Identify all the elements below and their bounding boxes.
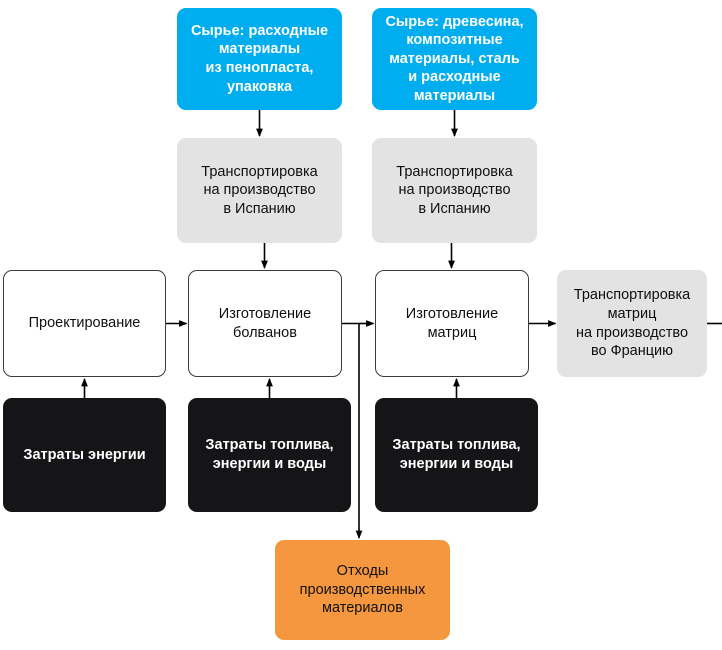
node-transport-france[interactable]: Транспортировка матриц на производство в… [557,270,707,377]
node-matrix-making[interactable]: Изготовление матриц [375,270,529,377]
node-raw-material-wood[interactable]: Сырье: древесина, композитные материалы,… [372,8,537,110]
node-raw-material-foam[interactable]: Сырье: расходные материалы из пенопласта… [177,8,342,110]
node-design[interactable]: Проектирование [3,270,166,377]
node-transport-spain-1[interactable]: Транспортировка на производство в Испани… [177,138,342,243]
node-cost-fuel-energy-water-1[interactable]: Затраты топлива, энергии и воды [188,398,351,512]
node-waste-production-materials[interactable]: Отходы производственных материалов [275,540,450,640]
node-transport-spain-2[interactable]: Транспортировка на производство в Испани… [372,138,537,243]
node-cost-energy[interactable]: Затраты энергии [3,398,166,512]
node-cost-fuel-energy-water-2[interactable]: Затраты топлива, энергии и воды [375,398,538,512]
node-mandrel-making[interactable]: Изготовление болванов [188,270,342,377]
